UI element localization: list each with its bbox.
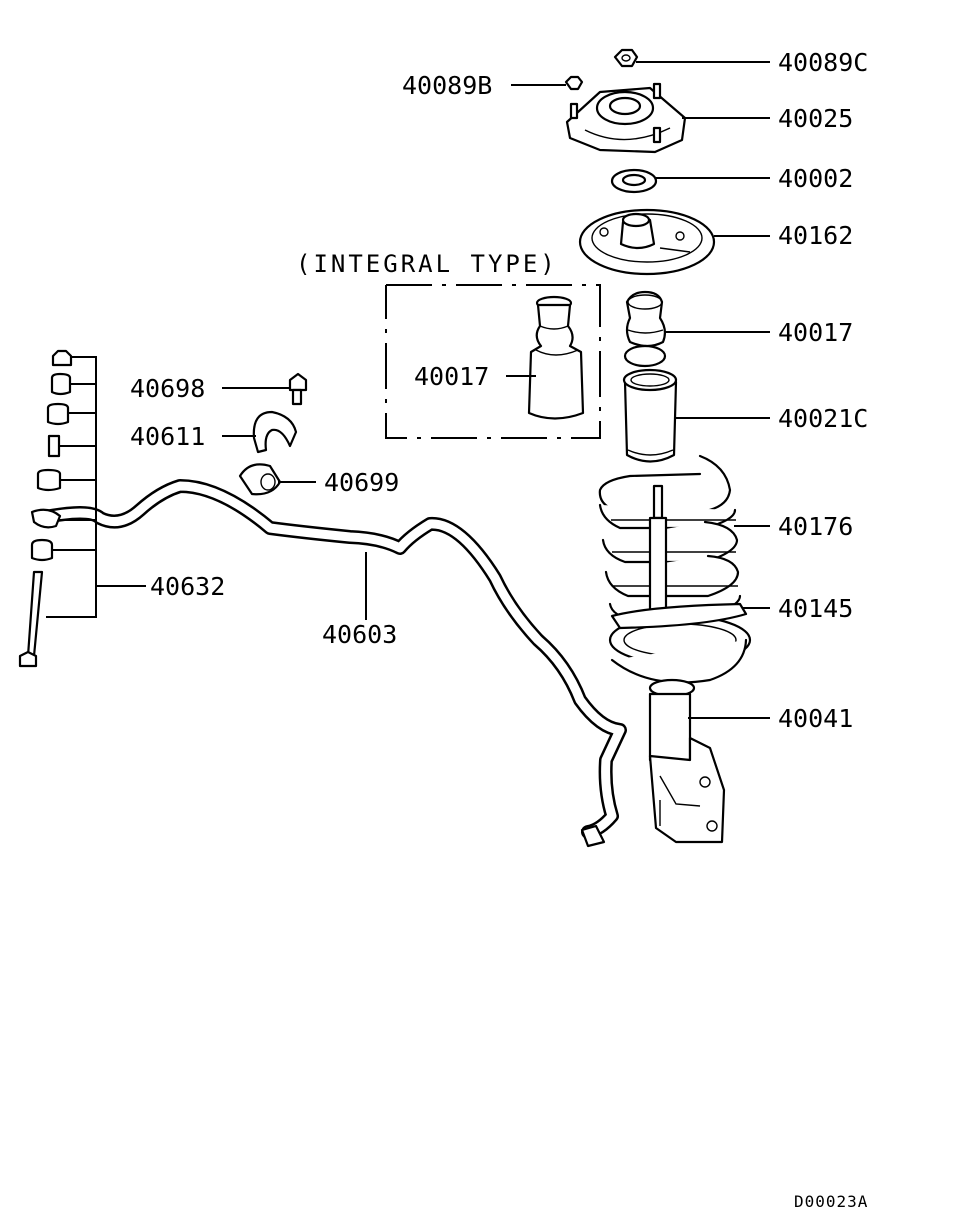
label-40017: 40017 bbox=[778, 318, 853, 347]
spring-seat-40162-part bbox=[578, 208, 716, 276]
bearing-40002-part bbox=[610, 168, 658, 194]
bump-stopper-40017-part bbox=[623, 290, 667, 368]
drawing-code: D00023A bbox=[794, 1192, 868, 1210]
bolt-40698-part bbox=[288, 372, 308, 406]
bracket-40611-part bbox=[252, 410, 298, 454]
label-40176: 40176 bbox=[778, 512, 853, 541]
label-40603: 40603 bbox=[322, 620, 397, 649]
link-kit-40632-part bbox=[18, 349, 97, 668]
lower-spring-seat-40145-part bbox=[610, 602, 748, 630]
nut-40089b-part bbox=[564, 75, 584, 91]
coil-spring-40176-part bbox=[598, 454, 742, 622]
boot-40017-integral-part bbox=[527, 295, 585, 420]
label-40021c: 40021C bbox=[778, 404, 868, 433]
integral-type-group: (INTEGRAL TYPE) bbox=[296, 250, 601, 439]
label-40089c: 40089C bbox=[778, 48, 868, 77]
label-40002: 40002 bbox=[778, 164, 853, 193]
label-40699: 40699 bbox=[324, 468, 399, 497]
label-40089b: 40089B bbox=[402, 71, 492, 100]
label-40017-integral: 40017 bbox=[414, 362, 489, 391]
label-40025: 40025 bbox=[778, 104, 853, 133]
label-40611: 40611 bbox=[130, 422, 205, 451]
label-40632: 40632 bbox=[150, 572, 225, 601]
label-40698: 40698 bbox=[130, 374, 205, 403]
label-40162: 40162 bbox=[778, 221, 853, 250]
integral-type-label: (INTEGRAL TYPE) bbox=[296, 250, 558, 278]
label-40145: 40145 bbox=[778, 594, 853, 623]
leader-lines bbox=[96, 61, 770, 719]
stabilizer-bar-40603-part bbox=[33, 479, 627, 848]
nut-40089c-part bbox=[613, 48, 639, 68]
strut-mount-40025-part bbox=[565, 82, 687, 154]
strut-assembly-40041-part bbox=[608, 484, 752, 844]
callout-labels: 40089C 40089B 40025 40002 40162 40017 40… bbox=[130, 48, 868, 1210]
bushing-40699-part bbox=[238, 463, 282, 496]
label-40041: 40041 bbox=[778, 704, 853, 733]
dust-cover-40021c-part bbox=[622, 368, 678, 463]
